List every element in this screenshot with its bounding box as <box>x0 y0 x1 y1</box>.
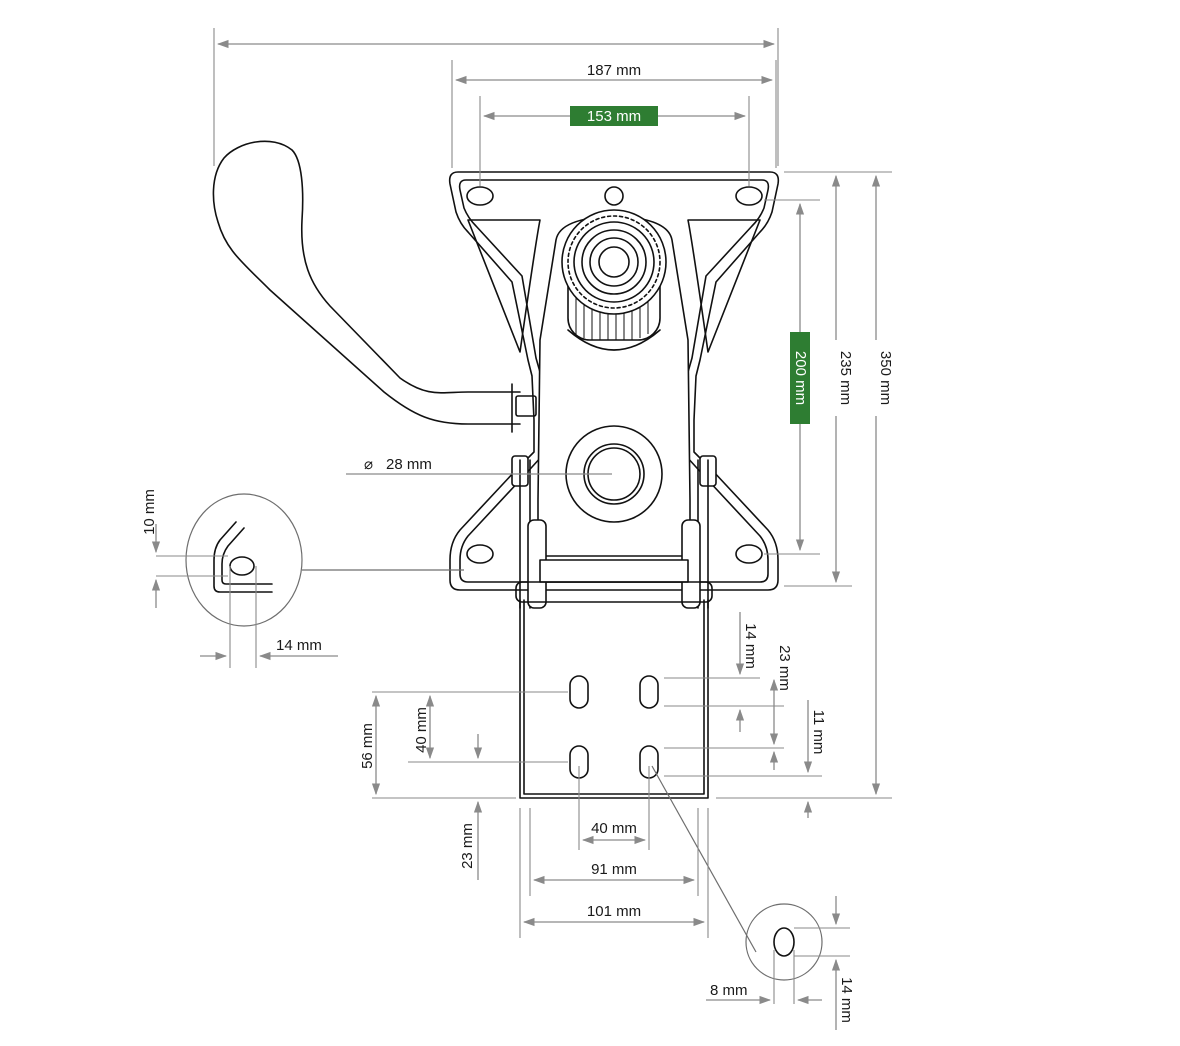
dim-56: 56 mm <box>359 691 568 799</box>
label-187: 187 mm <box>587 62 641 79</box>
dim-11: 11 mm <box>664 700 827 818</box>
label-350: 350 mm <box>877 351 894 405</box>
dim-10: 10 mm <box>141 489 161 608</box>
mechanism-outline <box>212 140 780 799</box>
dim-40-horizontal: 40 mm <box>578 766 650 850</box>
diameter-symbol: ⌀ <box>364 456 373 473</box>
label-10: 10 mm <box>141 489 158 535</box>
dim-14-right: 14 mm <box>831 896 855 1030</box>
label-23-bracket: 23 mm <box>776 645 793 691</box>
dim-187: 187 mm <box>451 60 777 168</box>
central-housing <box>537 209 691 557</box>
label-235: 235 mm <box>837 351 854 405</box>
highlight-153 <box>570 106 658 126</box>
label-40-horizontal: 40 mm <box>591 820 637 837</box>
label-91: 91 mm <box>591 861 637 878</box>
tilt-lever <box>212 140 537 433</box>
label-28: 28 mm <box>386 456 432 473</box>
label-14-left: 14 mm <box>276 637 322 654</box>
dim-153: 153 mm <box>479 96 750 186</box>
dim-235: 235 mm <box>784 171 854 587</box>
dim-350: 350 mm <box>716 171 894 799</box>
dim-overall-width <box>213 28 779 166</box>
dim-101: 101 mm <box>519 808 709 938</box>
label-8: 8 mm <box>710 982 748 999</box>
label-14-bracket: 14 mm <box>742 623 759 669</box>
label-11: 11 mm <box>810 710 827 755</box>
dim-23-bracket: 23 mm <box>664 645 793 770</box>
label-101: 101 mm <box>587 903 641 920</box>
dim-91: 91 mm <box>529 808 699 896</box>
hinge-arms <box>511 455 717 609</box>
seat-bracket <box>519 599 709 799</box>
dim-14-bracket: 14 mm <box>664 612 784 732</box>
dim-14-left: 14 mm <box>200 637 338 661</box>
dim-23-bottom: 23 mm <box>459 734 483 880</box>
dim-diameter-28: ⌀ 28 mm <box>346 456 612 475</box>
dim-200: 200 mm <box>764 199 820 555</box>
label-153: 153 mm <box>587 108 641 125</box>
detail-view-left <box>156 493 464 668</box>
label-56: 56 mm <box>359 723 376 769</box>
top-plate <box>448 171 780 591</box>
label-200: 200 mm <box>792 351 809 405</box>
detail-view-right <box>651 765 850 1004</box>
label-40-vertical: 40 mm <box>413 707 430 753</box>
highlight-200 <box>790 332 810 424</box>
dim-8: 8 mm <box>706 982 822 1005</box>
dim-40-vertical: 40 mm <box>408 694 568 763</box>
label-14-right: 14 mm <box>838 977 855 1023</box>
label-23-bottom: 23 mm <box>459 823 476 869</box>
